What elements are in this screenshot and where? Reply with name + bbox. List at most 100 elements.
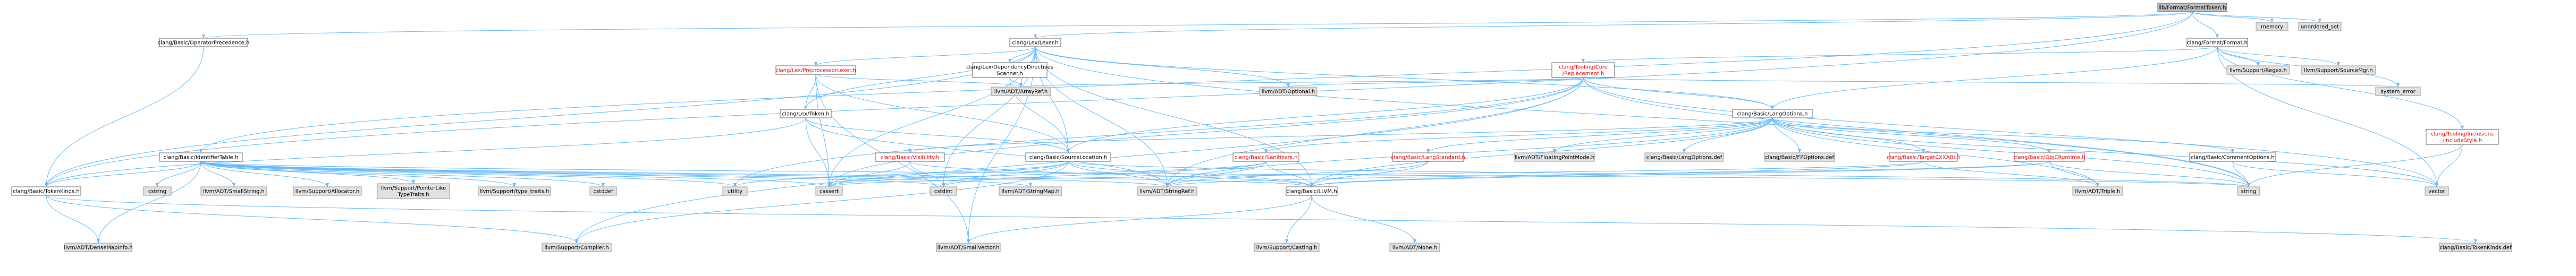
edge-root-to-idtable bbox=[200, 11, 2193, 153]
node-objcrt[interactable]: clang/Basic/ObjCRuntime.h bbox=[2013, 152, 2085, 162]
node-label-casting: llvm/Support/Casting.h bbox=[1256, 245, 1317, 251]
node-langoptsdef: clang/Basic/LangOptions.def bbox=[1644, 152, 1724, 162]
arrowhead-srcloc-to-utility bbox=[733, 183, 737, 187]
edge-idtable-to-cassert bbox=[200, 161, 830, 187]
arrowhead-langopts-to-objcrt bbox=[2048, 149, 2051, 153]
edge-commentopts-to-vector bbox=[2232, 161, 2437, 187]
node-cstddef: cstddef bbox=[589, 186, 617, 196]
node-sanitizers[interactable]: clang/Basic/Sanitizers.h bbox=[1232, 152, 1299, 162]
node-box-regex bbox=[2226, 65, 2290, 75]
node-stringmap: llvm/ADT/StringMap.h bbox=[999, 186, 1062, 196]
node-langopts[interactable]: clang/Basic/LangOptions.h bbox=[1732, 109, 1813, 118]
node-syserr: system_error bbox=[2375, 87, 2421, 96]
node-box-cstdint bbox=[930, 186, 957, 196]
node-box-allocator bbox=[293, 186, 362, 196]
node-format[interactable]: clang/Format/Format.h bbox=[2186, 38, 2248, 47]
edge-token-to-tokenkinds bbox=[46, 117, 806, 187]
node-tokenkinds[interactable]: clang/Basic/TokenKinds.h bbox=[11, 186, 81, 196]
node-srcloc[interactable]: clang/Basic/SourceLocation.h bbox=[1025, 152, 1111, 162]
node-label-typetraits: llvm/Support/type_traits.h bbox=[480, 189, 549, 195]
edge-sanitizers-to-cassert bbox=[829, 161, 1266, 187]
node-label-cstring: cstring bbox=[148, 189, 166, 195]
node-label-arrayref: llvm/ADT/ArrayRef.h bbox=[994, 89, 1048, 95]
edge-lexer-to-smallvector bbox=[968, 46, 1036, 244]
node-label-none: llvm/ADT/None.h bbox=[1392, 245, 1437, 251]
node-box-langstd bbox=[1392, 152, 1464, 162]
edge-langopts-to-string bbox=[1772, 117, 2249, 187]
node-label-format: clang/Format/Format.h bbox=[2187, 40, 2248, 46]
node-box-depdir bbox=[972, 62, 1048, 78]
node-label-syserr: system_error bbox=[2380, 89, 2415, 95]
node-box-visibility bbox=[875, 152, 945, 162]
edge-token-to-stringref bbox=[805, 117, 1168, 187]
node-box-ptrlike bbox=[377, 183, 450, 199]
node-targetcxx[interactable]: clang/Basic/TargetCXXABI.h bbox=[1887, 152, 1960, 162]
node-box-stringref bbox=[1137, 186, 1197, 196]
arrowhead-lexer-to-depdir bbox=[1008, 59, 1011, 63]
arrowhead-idtable-to-allocator bbox=[326, 183, 329, 187]
node-box-cstring bbox=[143, 186, 172, 196]
arrowhead-idtable-to-smallstring bbox=[232, 183, 235, 187]
edge-idtable-to-allocator bbox=[200, 161, 328, 187]
node-langstd[interactable]: clang/Basic/LangStandard.h bbox=[1391, 152, 1465, 162]
node-commentopts[interactable]: clang/Basic/CommentOptions.h bbox=[2189, 152, 2276, 162]
node-label-root: lib/Format/FormatToken.h bbox=[2158, 5, 2226, 11]
node-idtable[interactable]: clang/Basic/IdentifierTable.h bbox=[159, 152, 243, 162]
node-box-pplexer bbox=[775, 65, 856, 75]
edge-langopts-to-vector bbox=[1772, 117, 2437, 187]
node-none: llvm/ADT/None.h bbox=[1389, 243, 1440, 252]
node-visibility[interactable]: clang/Basic/Visibility.h bbox=[875, 152, 945, 162]
edge-replacement-to-srcloc bbox=[1068, 77, 1584, 153]
arrowhead-langopts-to-visibility bbox=[908, 149, 911, 153]
edge-root-to-lexer bbox=[1035, 11, 2193, 39]
node-opprec[interactable]: clang/Basic/OperatorPrecedence.h bbox=[158, 38, 250, 47]
node-token[interactable]: clang/Lex/Token.h bbox=[780, 109, 832, 118]
node-label-idtable: clang/Basic/IdentifierTable.h bbox=[164, 155, 239, 161]
node-llvmh[interactable]: clang/Basic/LLVM.h bbox=[1286, 186, 1338, 196]
edge-objcrt-to-stringref bbox=[1167, 161, 2050, 187]
edge-pplexer-to-cassert bbox=[815, 74, 830, 187]
edge-llvmh-to-none bbox=[1311, 195, 1415, 244]
node-label-cstdint: cstdint bbox=[934, 189, 952, 195]
node-box-unordered_set bbox=[2298, 22, 2342, 31]
node-smallstring: llvm/ADT/SmallString.h bbox=[200, 186, 267, 196]
node-box-tokenkindsdef bbox=[2439, 243, 2512, 252]
edge-langopts-to-targetcxx bbox=[1772, 117, 1924, 153]
node-box-optional bbox=[1259, 87, 1317, 96]
node-label-langstd: clang/Basic/LangStandard.h bbox=[1391, 155, 1465, 161]
edge-tokenkinds-to-tokenkindsdef bbox=[46, 195, 2476, 244]
edge-lexer-to-langopts bbox=[1035, 46, 1773, 110]
arrowhead-replacement-to-arrayref bbox=[1019, 83, 1023, 87]
node-box-root bbox=[2157, 3, 2227, 12]
node-box-stringmap bbox=[999, 186, 1062, 196]
arrowhead-root-to-lexer bbox=[1034, 34, 1037, 38]
arrowhead-langopts-to-sanitizers bbox=[1264, 149, 1268, 153]
edge-lexer-to-stringref bbox=[1035, 46, 1168, 187]
node-lexer[interactable]: clang/Lex/Lexer.h bbox=[1009, 38, 1061, 47]
node-box-memory bbox=[2256, 22, 2288, 31]
graph-edges bbox=[45, 11, 2477, 244]
node-label-tokenkinds: clang/Basic/TokenKinds.h bbox=[13, 189, 80, 195]
edge-targetcxx-to-triple bbox=[1923, 161, 2098, 187]
edge-sanitizers-to-stringref bbox=[1167, 161, 1266, 187]
edge-langstd-to-stringref bbox=[1167, 161, 1429, 187]
arrowhead-objcrt-to-llvmh bbox=[1310, 183, 1313, 187]
arrowhead-llvmh-to-casting bbox=[1285, 239, 1288, 243]
edge-idtable-to-typetraits bbox=[200, 161, 515, 187]
edge-langopts-to-sanitizers bbox=[1265, 117, 1773, 153]
node-fpoptsdef: clang/Basic/FPOptions.def bbox=[1764, 152, 1835, 162]
edge-replacement-to-cassert bbox=[829, 77, 1584, 187]
node-box-utility bbox=[722, 186, 748, 196]
node-replacement[interactable]: clang/Tooling/Core/Replacement.h bbox=[1551, 62, 1615, 78]
arrowhead-objcrt-to-triple bbox=[2096, 183, 2099, 187]
edge-objcrt-to-string bbox=[2049, 161, 2249, 187]
edge-lexer-to-pplexer bbox=[815, 46, 1036, 66]
edge-objcrt-to-triple bbox=[2049, 161, 2098, 187]
edge-idtable-to-tokenkinds bbox=[46, 161, 201, 187]
node-pplexer[interactable]: clang/Lex/PreprocessorLexer.h bbox=[775, 65, 856, 75]
node-label-triple: llvm/ADT/Triple.h bbox=[2075, 189, 2121, 195]
node-inclstyle[interactable]: clang/Tooling/Inclusions/IncludeStyle.h bbox=[2426, 129, 2499, 145]
edge-srcloc-to-cstdint bbox=[943, 161, 1069, 187]
node-compiler: llvm/Support/Compiler.h bbox=[542, 243, 612, 252]
